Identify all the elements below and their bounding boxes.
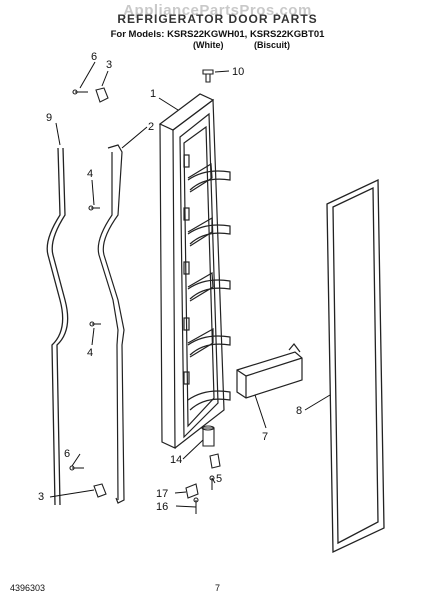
part-8-gasket [326,178,385,554]
page-number: 7 [215,583,221,593]
part-1-door-liner [158,93,231,449]
callout-7: 7 [262,431,268,443]
callout-4-upper: 4 [87,168,93,180]
callout-14: 14 [170,454,182,466]
variant-biscuit: (Biscuit) [254,40,290,50]
callout-8: 8 [296,405,302,417]
watermark: AppliancePartsPros.com [123,2,312,19]
part-7-shelf-bin [236,343,303,399]
callout-3-top: 3 [106,59,112,71]
callout-2: 2 [148,121,154,133]
model-numbers: For Models: KSRS22KGWH01, KSRS22KGBT01 [110,29,325,40]
callout-9: 9 [46,112,52,124]
callout-5: 5 [216,473,222,485]
part-9-rod [46,147,69,506]
door-shelves [187,170,231,411]
callout-3-bottom: 3 [38,491,44,503]
hardware [69,69,221,514]
callout-6-top: 6 [91,51,97,63]
callout-1: 1 [150,88,156,100]
callout-4-lower: 4 [87,347,93,359]
variant-white: (White) [193,40,224,50]
callout-6-bottom: 6 [64,448,70,460]
callout-10: 10 [232,66,244,78]
document-number: 4396303 [10,583,46,593]
part-2-bracket [97,144,125,504]
page-title: REFRIGERATOR DOOR PARTS [117,12,318,26]
callout-17: 17 [156,488,168,500]
callout-16: 16 [156,501,168,513]
leader-lines [49,61,331,508]
callouts: 1 2 9 10 6 3 4 4 7 8 14 17 16 5 6 3 [38,51,302,513]
